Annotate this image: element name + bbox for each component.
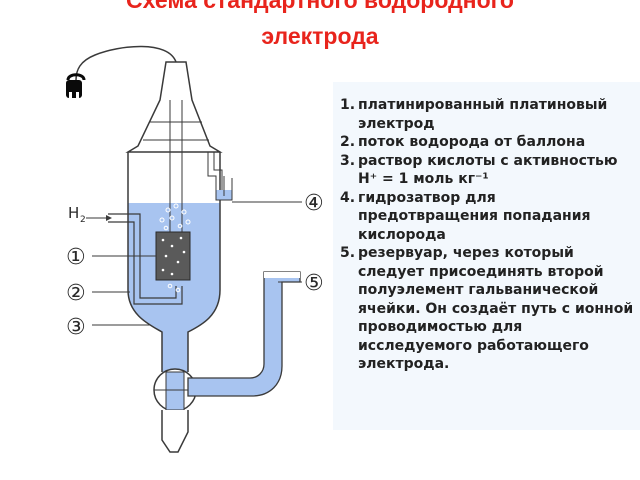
marker-1: ① (66, 245, 86, 270)
legend-item: 2. поток водорода от баллона (340, 133, 635, 152)
hydrogen-bubbles (159, 203, 191, 293)
acid-solution (128, 203, 220, 372)
marker-5: ⑤ (304, 271, 324, 296)
marker-3: ③ (66, 315, 86, 340)
outlet-tube (161, 410, 189, 453)
legend-item-number: 3. (340, 152, 356, 169)
legend-item: 5. резервуар, через который следует прис… (340, 244, 635, 374)
legend-item-text: поток водорода от баллона (358, 134, 586, 150)
platinum-electrode (155, 231, 191, 281)
legend-item-text: раствор кислоты с активностью Н⁺ = 1 мол… (358, 152, 618, 188)
page-title: Схема стандартного водородного (126, 0, 514, 13)
h2-subscript: 2 (80, 215, 86, 225)
vessel-body (127, 152, 221, 372)
h2-label: H (68, 204, 79, 222)
wire (75, 45, 177, 81)
legend-item-number: 5. (340, 245, 356, 261)
stopcock-valve (153, 368, 197, 412)
legend-item: 1. платинированный платиновый электрод (340, 96, 635, 133)
marker-2: ② (66, 281, 86, 306)
legend-item-text: резервуар, через который следует присоед… (358, 245, 634, 372)
legend-panel (333, 82, 640, 430)
marker-4: ④ (304, 191, 324, 216)
legend-list: 1. платинированный платиновый электрод 2… (340, 96, 635, 374)
legend-item-text: платинированный платиновый электрод (358, 97, 608, 132)
legend-item-number: 2. (340, 134, 356, 150)
legend-item-text: гидрозатвор для предотвращения попадания… (358, 189, 591, 243)
legend-item: 4. гидрозатвор для предотвращения попада… (340, 189, 635, 245)
page-title-line2: электрода (261, 23, 379, 49)
vessel-neck (125, 61, 223, 153)
hydrogen-inlet-tube (108, 213, 183, 305)
legend-item: 3. раствор кислоты с активностью Н⁺ = 1 … (340, 152, 635, 189)
plug-icon (66, 73, 86, 100)
legend-item-number: 4. (340, 189, 356, 206)
legend-item-number: 1. (340, 97, 356, 113)
